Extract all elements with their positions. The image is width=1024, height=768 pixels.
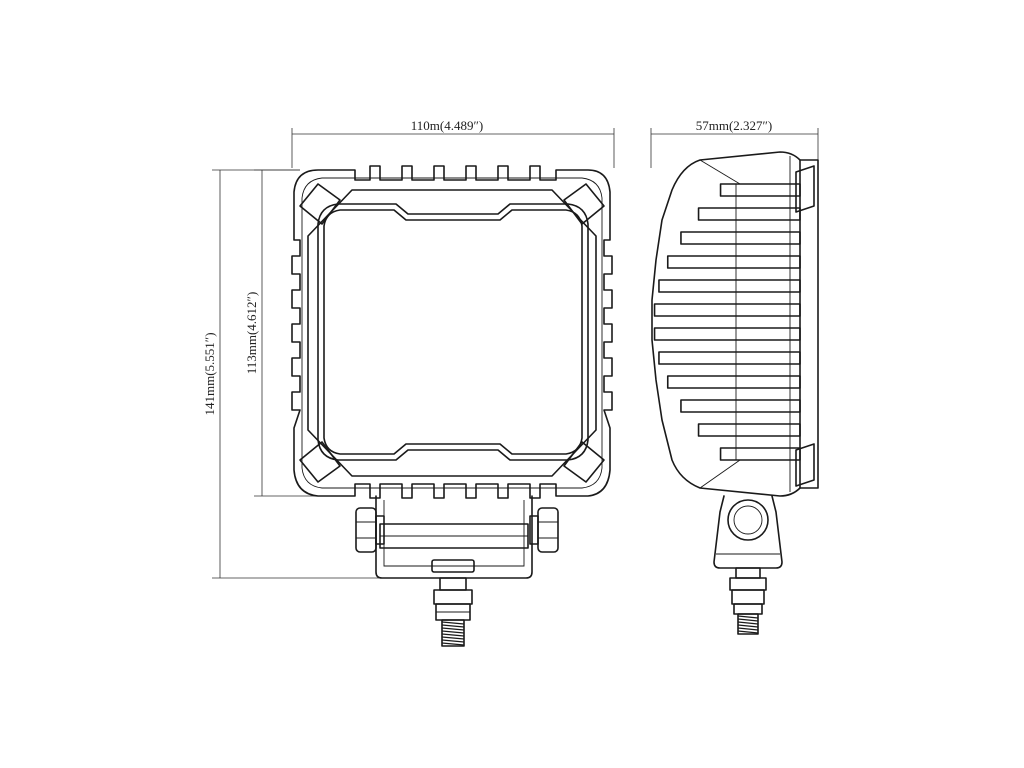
cooling-fin (697, 207, 801, 221)
side-corner-pad-top (795, 165, 815, 213)
bracket-nut-left (355, 507, 385, 553)
cooling-fin (653, 303, 801, 317)
dimension-depth-side: 57mm(2.327″) (650, 118, 819, 168)
corner-accent-top-right (563, 183, 605, 225)
cooling-fin (697, 423, 801, 437)
mounting-bolt-front (433, 577, 473, 647)
side-view (651, 151, 819, 635)
height-outer-dimension-label: 141mm(5.551″) (202, 332, 217, 415)
cooling-fin (666, 375, 801, 389)
lens-inner (323, 209, 583, 455)
cooling-fin (680, 231, 801, 245)
corner-accent-top-left (299, 183, 341, 225)
diagonal-frame (307, 189, 597, 477)
cooling-fin (653, 327, 801, 341)
cooling-fin (719, 447, 801, 461)
side-housing-outline (651, 151, 819, 497)
mounting-bolt-side (729, 567, 767, 635)
mounting-bracket (375, 495, 533, 579)
corner-accent-bottom-left (299, 441, 341, 483)
depth-dimension-label: 57mm(2.327″) (696, 118, 773, 133)
side-mount (713, 495, 783, 569)
housing-outline (291, 165, 613, 499)
cooling-fin (666, 255, 801, 269)
cooling-fin (658, 351, 801, 365)
bracket-nut-right (529, 507, 559, 553)
dimension-height-outer: 141mm(5.551″) (202, 169, 440, 579)
cooling-fin (680, 399, 801, 413)
width-dimension-label: 110m(4.489″) (411, 118, 483, 133)
side-corner-pad-bottom (795, 443, 815, 487)
corner-accent-bottom-right (563, 441, 605, 483)
side-cooling-fins (653, 159, 801, 489)
cooling-fin (658, 279, 801, 293)
front-view (291, 165, 613, 647)
lens-outer (317, 203, 589, 461)
dimension-width-front: 110m(4.489″) (291, 118, 615, 168)
cooling-fin (719, 183, 801, 197)
height-inner-dimension-label: 113mm(4.612″) (244, 292, 259, 375)
dimension-height-inner: 113mm(4.612″) (244, 169, 330, 497)
